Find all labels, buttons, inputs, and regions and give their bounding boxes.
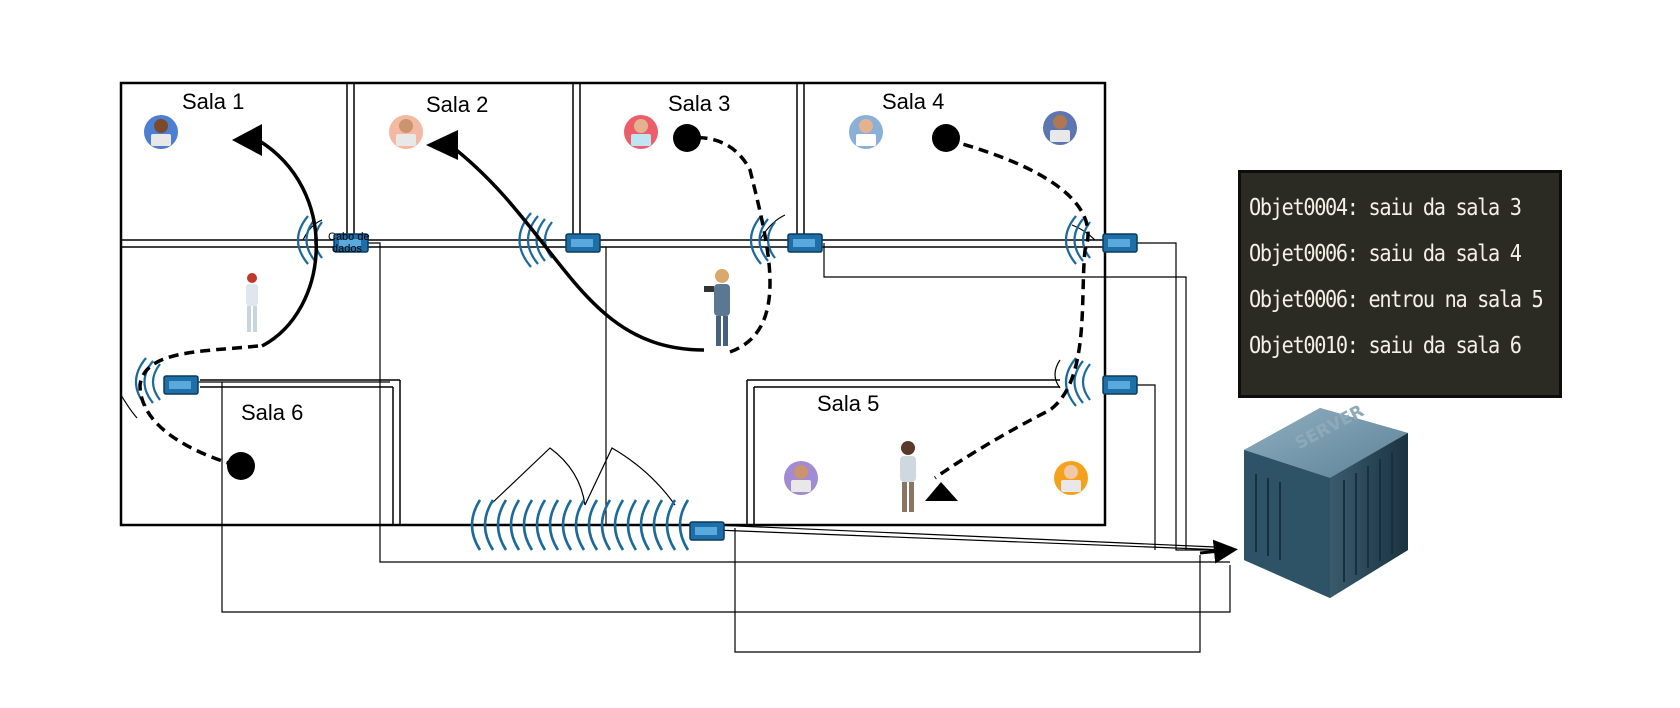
rfid-reader-icon xyxy=(689,521,725,541)
room-label-sala-3: Sala 3 xyxy=(668,91,730,116)
signal-wave-entrance xyxy=(470,499,690,551)
path-to-sala-1 xyxy=(257,138,318,348)
room-label-sala-5: Sala 5 xyxy=(817,391,879,416)
cable-label-line: dados xyxy=(332,243,362,255)
path-from-sala-4 xyxy=(933,138,1090,480)
rfid-reader-icon xyxy=(1102,233,1138,253)
person-avatar-icon xyxy=(624,115,658,149)
person-icon xyxy=(900,441,916,512)
data-cables xyxy=(195,242,1238,653)
rfid-readers xyxy=(163,233,1138,541)
person-avatar-icon xyxy=(1054,461,1088,495)
event-log-terminal: Objet0004: saiu da sala 3 Objet0006: sai… xyxy=(1238,170,1562,398)
room-label-sala-2: Sala 2 xyxy=(426,92,488,117)
signal-wave-door-3 xyxy=(749,215,776,265)
path-from-sala-3 xyxy=(689,135,772,354)
rfid-reader-icon xyxy=(787,233,823,253)
signal-waves xyxy=(134,212,1091,551)
start-dot xyxy=(932,124,960,152)
start-dot xyxy=(227,452,255,480)
server-icon: SERVER xyxy=(1244,401,1408,598)
rfid-reader-icon xyxy=(565,233,601,253)
person-avatar-icon xyxy=(389,115,423,149)
person-avatar-icon xyxy=(1043,111,1077,145)
person-icon xyxy=(246,273,258,332)
avatars xyxy=(144,111,1088,495)
person-avatar-icon xyxy=(849,115,883,149)
arrow-head xyxy=(426,130,458,160)
rfid-reader-icon xyxy=(163,375,199,395)
rfid-reader-icon xyxy=(1102,375,1138,395)
person-icon xyxy=(704,269,730,346)
path-from-sala-6 xyxy=(138,344,259,468)
signal-wave-sala-5 xyxy=(1064,357,1091,407)
path-to-sala-2 xyxy=(448,143,705,352)
log-line: Objet0004: saiu da sala 3 xyxy=(1249,195,1522,221)
log-line: Objet0006: saiu da sala 4 xyxy=(1249,241,1522,267)
person-avatar-icon xyxy=(784,461,818,495)
room-label-sala-6: Sala 6 xyxy=(241,400,303,425)
cable-label-line: Cabo de xyxy=(328,231,370,243)
person-avatar-icon xyxy=(144,115,178,149)
room-label-sala-4: Sala 4 xyxy=(882,89,944,114)
movement-paths xyxy=(138,124,1090,501)
arrow-head xyxy=(925,482,958,501)
log-line: Objet0006: entrou na sala 5 xyxy=(1249,287,1544,313)
room-labels: Sala 1 Sala 2 Sala 3 Sala 4 Sala 5 Sala … xyxy=(182,89,944,425)
room-label-sala-1: Sala 1 xyxy=(182,89,244,114)
standing-people xyxy=(246,269,916,512)
start-dot xyxy=(673,124,701,152)
rfid-reader-icon xyxy=(333,233,369,253)
cable-label: Cabo de dados xyxy=(328,231,373,255)
log-line: Objet0010: saiu da sala 6 xyxy=(1249,333,1522,359)
arrow-head xyxy=(232,124,262,156)
